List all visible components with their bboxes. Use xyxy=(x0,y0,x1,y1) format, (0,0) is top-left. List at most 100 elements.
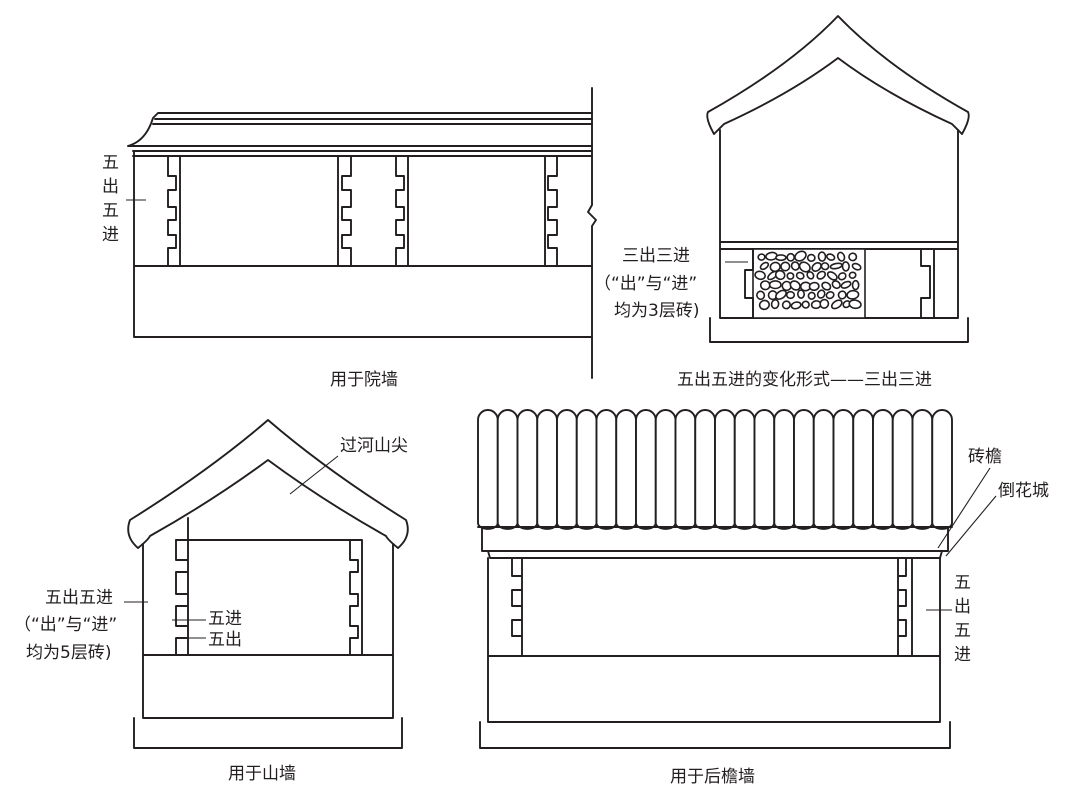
stone xyxy=(830,299,843,310)
rear-pattern-label-1: 五 xyxy=(954,573,971,593)
roof-tile xyxy=(911,409,934,530)
stone xyxy=(794,250,807,262)
gable-note-2: 均为5层砖) xyxy=(26,643,111,663)
roof-tile xyxy=(891,409,914,530)
roof-tile xyxy=(773,409,795,530)
stone xyxy=(770,299,780,310)
rear-eave-bands xyxy=(477,526,953,559)
roof-tile xyxy=(714,409,736,530)
courtyard-break xyxy=(587,87,597,379)
stone xyxy=(758,299,770,311)
stone xyxy=(774,269,786,281)
rear-plinth xyxy=(479,721,951,749)
variant-roof xyxy=(706,15,970,135)
stone xyxy=(795,271,805,280)
stone xyxy=(816,270,827,280)
rear-flower-label: 倒花城 xyxy=(998,481,1049,501)
stone xyxy=(790,261,800,271)
roof-tile xyxy=(654,409,677,530)
roof-tile xyxy=(536,409,558,530)
stone xyxy=(848,271,857,279)
variant-wall: 三出三进 （“出”与“进” 均为3层砖) 五出五进的变化形式——三出三进 xyxy=(594,15,970,390)
stone xyxy=(837,272,847,281)
stone xyxy=(826,253,836,261)
stone xyxy=(821,281,832,291)
stone xyxy=(786,272,795,280)
stone xyxy=(806,270,815,280)
courtyard-coping xyxy=(127,112,593,157)
variant-caption: 五出五进的变化形式——三出三进 xyxy=(677,370,932,390)
stone xyxy=(798,261,811,273)
stone xyxy=(781,300,791,310)
stone xyxy=(790,301,802,310)
stone xyxy=(819,298,830,309)
rear-eave-wall: 砖檐 倒花城 五 出 五 进 用于后檐墙 xyxy=(477,409,1049,787)
stone xyxy=(840,280,852,289)
stone xyxy=(811,262,822,272)
stone xyxy=(757,253,766,261)
rear-left-toothing xyxy=(511,557,523,657)
rear-walls xyxy=(487,557,941,723)
roof-tile xyxy=(753,409,776,530)
rear-caption: 用于后檐墙 xyxy=(670,767,755,787)
stone xyxy=(825,291,835,300)
gable-right-toothing xyxy=(349,539,359,656)
stone xyxy=(786,252,796,262)
stone xyxy=(836,251,846,262)
gable-wall: 过河山尖 五出五进 （“出”与“进” 均为5层砖) 五进 五出 用于山墙 xyxy=(14,419,409,784)
stone xyxy=(851,279,860,291)
rear-pattern-label-3: 五 xyxy=(954,621,971,641)
gable-pattern-label: 五出五进 xyxy=(45,588,113,608)
gable-plinth xyxy=(133,717,403,749)
rear-roof-tiles xyxy=(477,409,953,530)
stone xyxy=(785,290,796,300)
stone xyxy=(816,289,826,299)
roof-tile xyxy=(575,409,598,530)
roof-tile xyxy=(556,409,578,530)
gable-walls xyxy=(142,543,394,719)
roof-tile xyxy=(812,409,835,530)
variant-right-toothing xyxy=(920,248,935,319)
stone xyxy=(820,262,830,271)
roof-tile xyxy=(595,409,618,530)
roof-tile xyxy=(635,409,657,530)
courtyard-wall: 五 出 五 进 用于院墙 xyxy=(102,87,597,390)
roof-tile xyxy=(852,409,874,530)
rear-right-toothing xyxy=(897,557,913,657)
courtyard-pattern-label-1: 五 xyxy=(102,153,119,173)
stone xyxy=(768,280,782,290)
gable-left-toothing xyxy=(175,539,189,656)
rear-eave-leader xyxy=(937,467,991,549)
gable-top-label: 过河山尖 xyxy=(340,436,408,456)
stone xyxy=(796,289,806,299)
variant-note-1: （“出”与“进” xyxy=(594,274,697,294)
rear-pattern-label-2: 出 xyxy=(954,597,971,617)
courtyard-pattern-label-3: 五 xyxy=(102,201,119,221)
gable-roof xyxy=(127,419,409,549)
variant-note-2: 均为3层砖) xyxy=(614,301,699,321)
stone xyxy=(837,290,847,300)
stone xyxy=(781,280,792,292)
roof-tile xyxy=(516,409,539,530)
roof-tile xyxy=(477,409,499,530)
stone xyxy=(754,270,766,281)
gable-out-label: 五出 xyxy=(208,630,242,650)
courtyard-pattern-label-4: 进 xyxy=(102,225,119,245)
gable-inner-frame xyxy=(175,517,363,656)
variant-plinth xyxy=(709,317,969,343)
roof-tile xyxy=(872,409,894,530)
stone xyxy=(817,251,827,262)
stone xyxy=(756,290,766,301)
courtyard-panel-1 xyxy=(167,155,181,267)
courtyard-pier-2 xyxy=(544,155,558,267)
stone xyxy=(848,252,858,262)
stone xyxy=(759,280,771,291)
stone xyxy=(775,254,787,262)
gable-in-label: 五进 xyxy=(208,609,242,629)
variant-left-toothing xyxy=(744,248,754,319)
gable-top-leader xyxy=(289,455,339,495)
stone xyxy=(808,281,820,292)
stone xyxy=(759,261,770,271)
